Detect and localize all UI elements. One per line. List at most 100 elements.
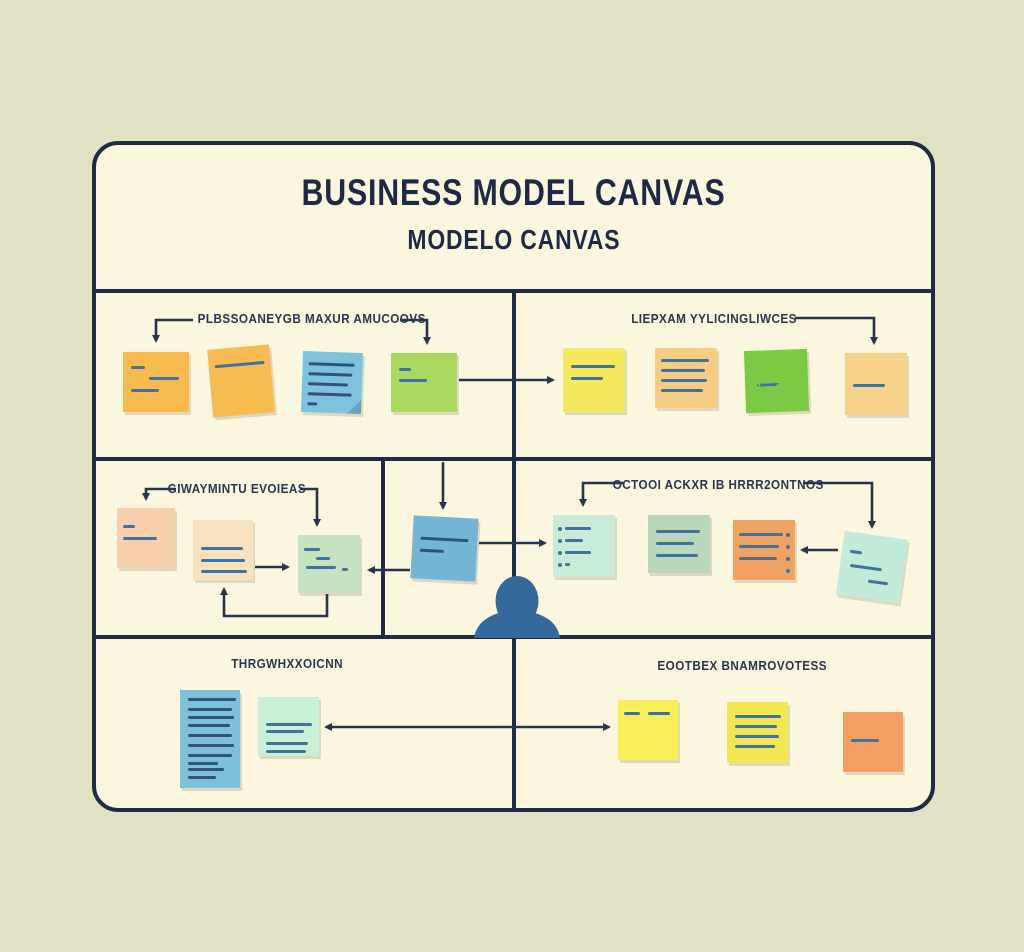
note-text-line [188,754,232,757]
sticky-note-mr2[interactable] [648,515,710,573]
sticky-note-br1[interactable] [618,700,678,760]
note-bullet-dot [786,545,790,549]
note-text-line [735,745,775,748]
note-bullet-dot [558,551,562,555]
note-text-line [853,384,885,387]
note-text-line [419,548,444,553]
section-label-bottom-right: EOOTBEX BNAMROVOTESS [657,658,827,673]
note-text-line [739,557,777,560]
note-text-line [307,402,318,406]
note-text-line [188,776,216,779]
note-bullet-dot [786,569,790,573]
note-text-line [851,739,879,742]
section-label-middle-right: OCTOOI ACKXR IB HRRR2ONTNOS [612,477,824,492]
note-text-line [399,379,427,382]
sticky-note-tl1[interactable] [123,352,189,412]
note-text-line [307,392,352,397]
note-text-line [739,533,783,536]
note-text-line [656,554,698,557]
page-title: BUSINESS MODEL CANVAS [92,172,935,214]
note-text-line [399,368,411,371]
note-text-line [656,542,694,545]
note-text-line [201,547,243,550]
note-text-line [266,730,304,733]
note-text-line [188,716,234,719]
note-text-line [307,382,348,387]
note-text-line [304,548,320,551]
note-bullet-dot [558,563,562,567]
note-text-line [266,742,308,745]
note-text-line [420,536,469,543]
sticky-note-ml3[interactable] [298,535,360,593]
sticky-note-tr2[interactable] [655,348,717,408]
note-text-line [149,377,179,380]
sticky-note-br2[interactable] [727,702,788,763]
sticky-note-tr1[interactable] [563,348,625,412]
sticky-note-mr1[interactable] [553,515,615,577]
note-text-line [739,545,779,548]
note-text-line [571,365,615,368]
note-text-line [735,735,779,738]
note-text-line [214,360,265,369]
note-text-line [123,537,157,540]
sticky-note-tl4[interactable] [391,353,457,412]
note-text-line [342,568,348,571]
note-bullet-dot [786,533,790,537]
note-text-line [656,530,700,533]
sticky-note-tl3[interactable] [300,350,364,415]
note-corner-fold [346,399,362,415]
note-text-line [201,559,245,562]
note-text-line [565,551,591,554]
note-text-line [188,734,232,737]
sticky-note-br3[interactable] [843,712,903,772]
note-text-line [188,724,230,727]
section-label-middle-left: GIWAYMINTU EVOIEAS [167,481,307,496]
note-text-line [188,708,232,711]
note-text-line [188,698,236,701]
note-text-line [661,379,707,382]
note-text-line [648,712,670,715]
note-text-line [735,715,781,718]
sticky-note-tr4[interactable] [845,353,907,415]
note-text-line [661,369,705,372]
page-title-text: BUSINESS MODEL CANVAS [301,172,726,213]
note-bullet-dot [558,539,562,543]
note-text-line [266,723,312,726]
note-text-line [201,570,247,573]
note-bullet-dot [786,557,790,561]
note-text-line [661,359,709,362]
sticky-note-mc1[interactable] [410,515,479,582]
note-bullet-dot [558,527,562,531]
note-text-line [849,549,863,555]
sticky-note-ml2[interactable] [193,520,253,580]
note-text-line [735,725,777,728]
note-text-line [565,563,570,566]
sticky-note-mr4[interactable] [835,530,909,604]
section-label-bottom-left: THRGWHXXOICNN [231,656,343,671]
sticky-note-bl2[interactable] [258,697,319,756]
note-text-line [867,579,889,586]
note-text-line [624,712,640,715]
grid-line-top-column-divider [512,289,516,461]
note-text-line [188,744,234,747]
sticky-note-bl1[interactable] [180,690,240,788]
note-text-line [849,563,882,572]
note-text-line [188,768,224,771]
note-text-line [308,362,355,367]
note-text-line [565,527,591,530]
sticky-note-tr3[interactable] [743,348,810,414]
note-text-line [661,389,703,392]
note-text-line [123,525,135,528]
note-text-line [571,377,603,380]
note-text-line [131,389,159,392]
grid-line-bottom-column-divider [512,635,516,808]
note-text-line [266,750,306,753]
note-text-line [308,372,353,377]
section-label-top-right: LIEPXAM YYLICINGLIWCES [631,311,797,326]
sticky-note-tl2[interactable] [207,344,275,418]
grid-line-middle-left-divider [381,457,385,639]
sticky-note-mr3[interactable] [733,520,795,580]
sticky-note-ml1[interactable] [117,508,175,568]
note-text-line [757,382,780,387]
